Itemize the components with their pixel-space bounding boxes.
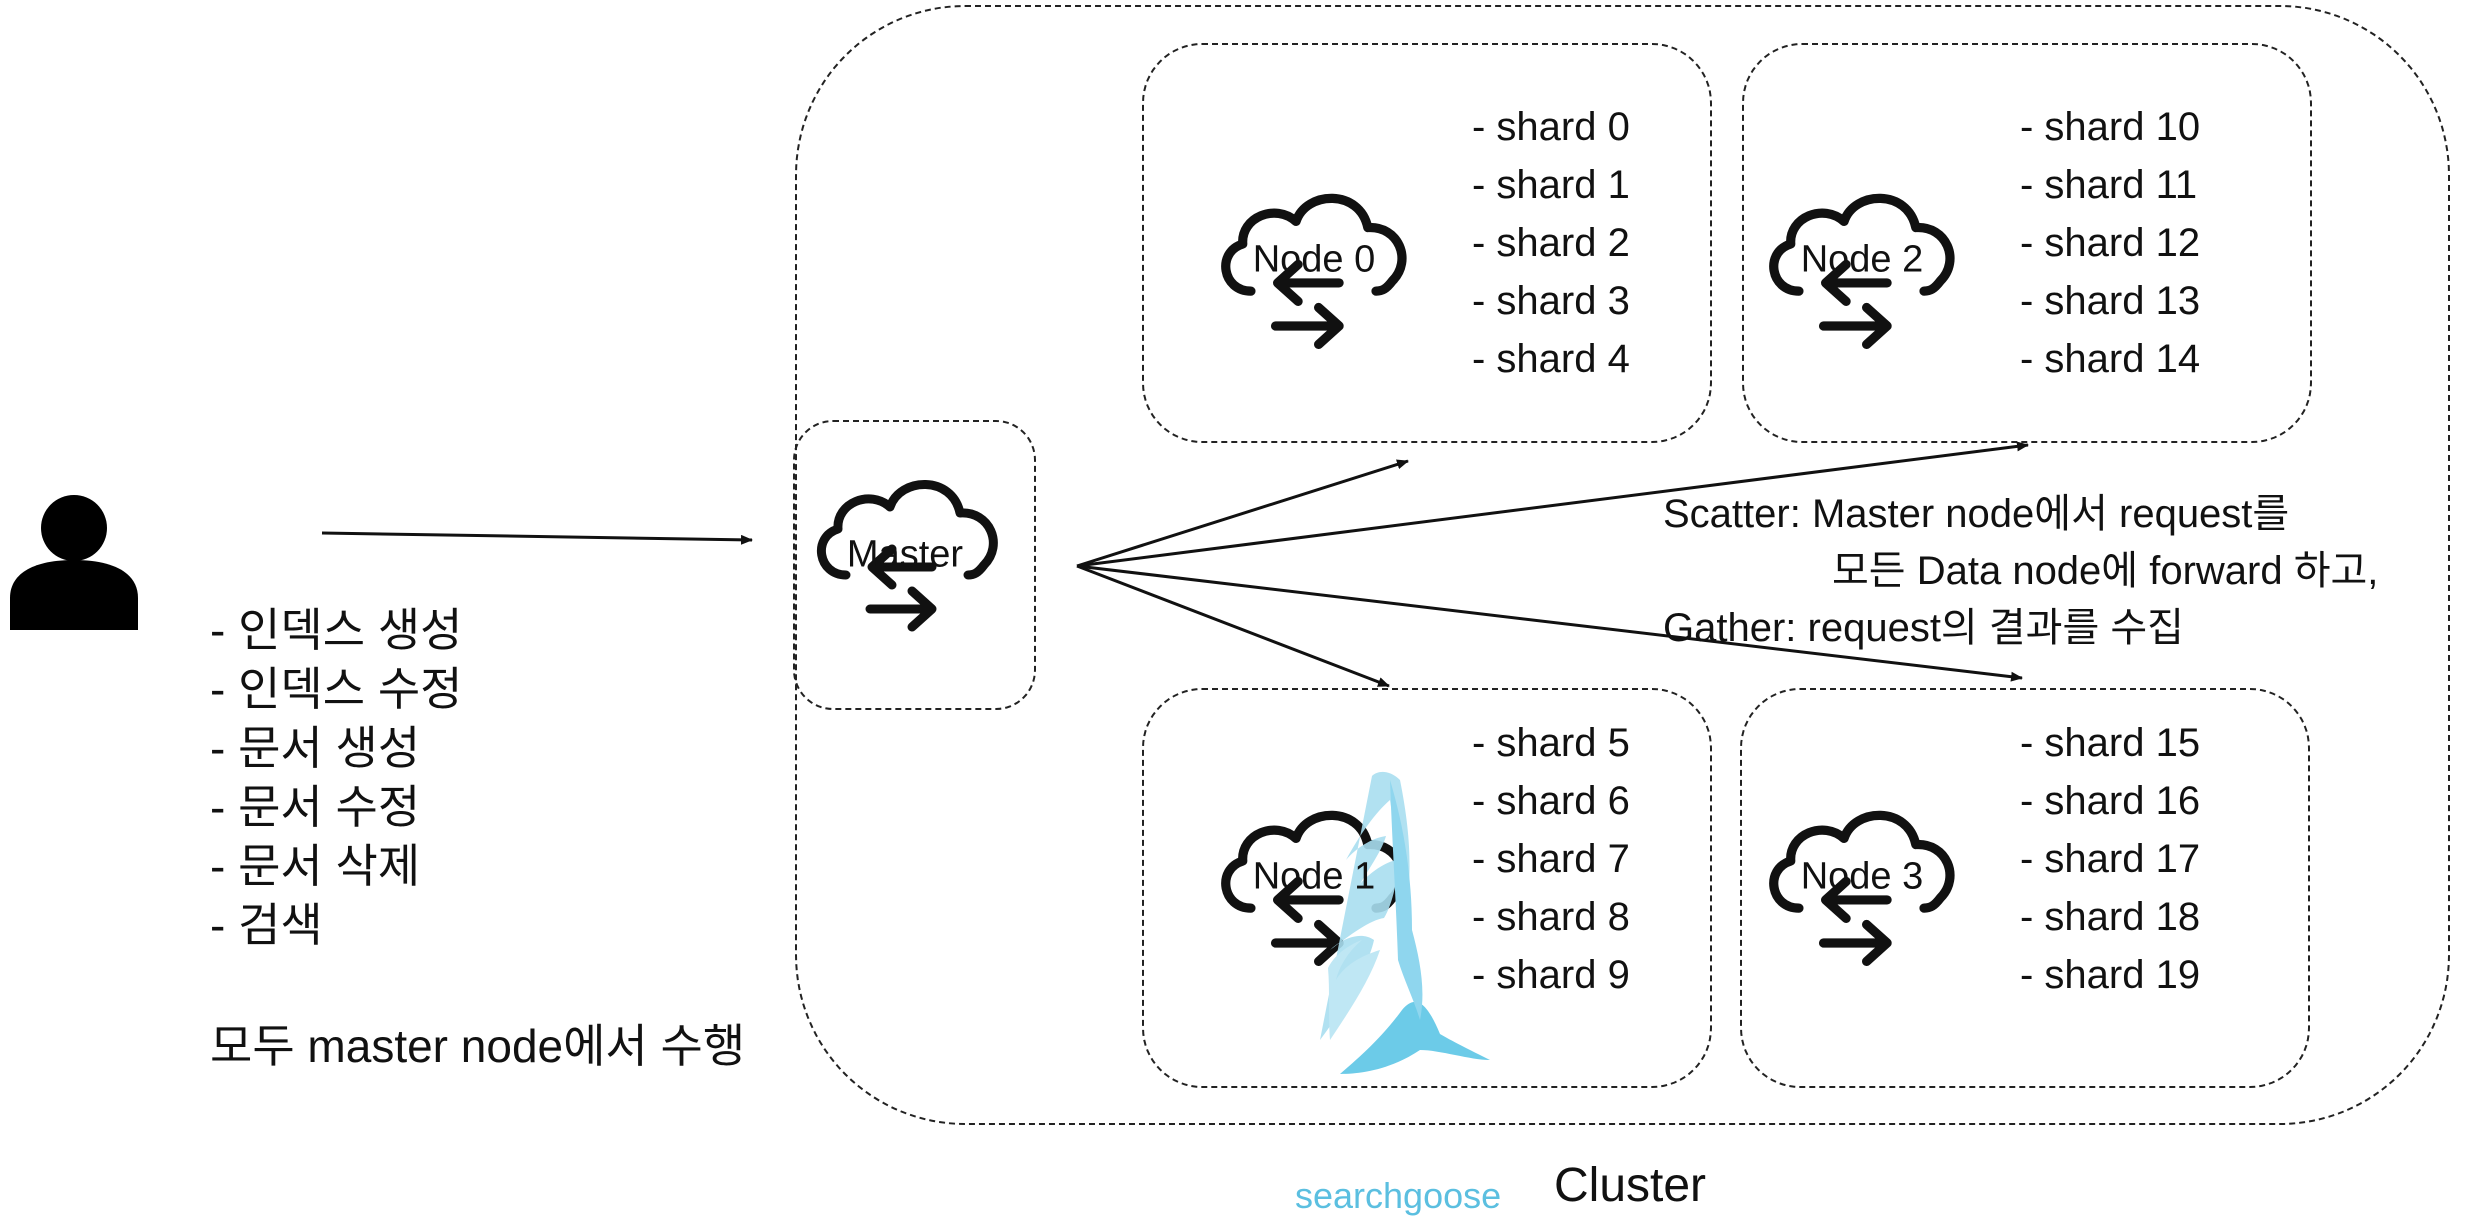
shard-item: - shard 17 [2020,837,2201,881]
node-2-shard-list: - shard 10 - shard 11 - shard 12 - shard… [2020,98,2200,388]
shard-item: - shard 4 [1472,337,1630,381]
shard-item: - shard 18 [2020,895,2201,939]
operation-item: - 인덱스 생성 [210,604,463,656]
shard-item: - shard 8 [1472,895,1630,939]
shard-item: - shard 0 [1472,105,1630,149]
shard-item: - shard 9 [1472,953,1630,997]
node-3-shard-list: - shard 15 - shard 16 - shard 17 - shard… [2020,714,2200,1004]
brand-text: searchgoose [1295,1175,1502,1216]
node-3-box [1740,688,2310,1088]
master-to-node-2-arrow [1076,441,2029,568]
node-0-shard-list: - shard 0 - shard 1 - shard 2 - shard 3 … [1472,98,1630,388]
user-to-master-arrow [321,531,753,545]
scatter-line-1: Scatter: Master node에서 request를 [1663,492,2290,536]
master-box [793,420,1036,710]
node-1-box [1142,688,1712,1088]
node-3-label: Node 3 [1800,855,1924,898]
shard-item: - shard 1 [1472,163,1630,207]
shard-item: - shard 16 [2020,779,2201,823]
shard-item: - shard 15 [2020,721,2201,765]
master-note: 모두 master node에서 수행 [210,1020,746,1072]
shard-item: - shard 2 [1472,221,1630,265]
operation-item: - 검색 [210,899,323,951]
node-0-label: Node 0 [1252,238,1376,281]
master-label: Master [846,533,964,576]
gather-line: Gather: request의 결과를 수집 [1663,606,2184,650]
operation-item: - 문서 삭제 [210,840,421,892]
master-to-node-1-arrow [1076,564,1390,688]
operation-item: - 인덱스 수정 [210,663,463,715]
master-to-node-3-arrow [1076,564,2023,682]
shard-item: - shard 6 [1472,779,1630,823]
node-0-box [1142,43,1712,443]
shard-item: - shard 7 [1472,837,1630,881]
person-icon [10,495,138,630]
user-operations-list: - 인덱스 생성 - 인덱스 수정 - 문서 생성 - 문서 수정 - 문서 삭… [210,601,462,955]
cluster-label: Cluster [1554,1159,1707,1212]
shard-item: - shard 11 [2020,163,2198,207]
operation-item: - 문서 생성 [210,722,421,774]
shard-item: - shard 12 [2020,221,2201,265]
cluster-boundary [795,5,2450,1125]
shard-item: - shard 14 [2020,337,2201,381]
shard-item: - shard 19 [2020,953,2201,997]
node-1-shard-list: - shard 5 - shard 6 - shard 7 - shard 8 … [1472,714,1630,1004]
scatter-line-2: 모든 Data node에 forward 하고, [1832,549,2379,593]
shard-item: - shard 3 [1472,279,1630,323]
goose-logo-icon [1320,771,1490,1074]
shard-item: - shard 10 [2020,105,2201,149]
node-1-label: Node 1 [1252,855,1376,898]
master-to-node-0-arrow [1076,459,1409,568]
shard-item: - shard 5 [1472,721,1630,765]
operation-item: - 문서 수정 [210,781,421,833]
node-2-label: Node 2 [1800,238,1924,281]
shard-item: - shard 13 [2020,279,2201,323]
